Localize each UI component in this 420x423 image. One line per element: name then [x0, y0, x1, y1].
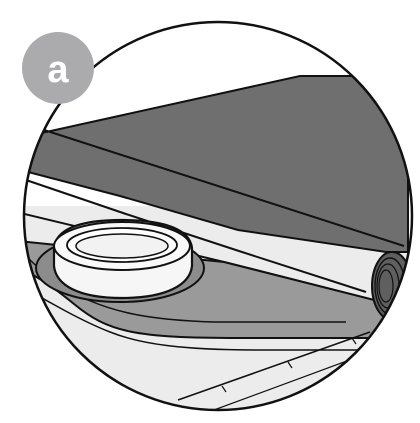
pipe-opening-inner	[76, 234, 168, 258]
membrane-left-edge	[28, 128, 38, 136]
step-badge: a	[22, 32, 94, 104]
step-badge-label: a	[47, 49, 69, 91]
